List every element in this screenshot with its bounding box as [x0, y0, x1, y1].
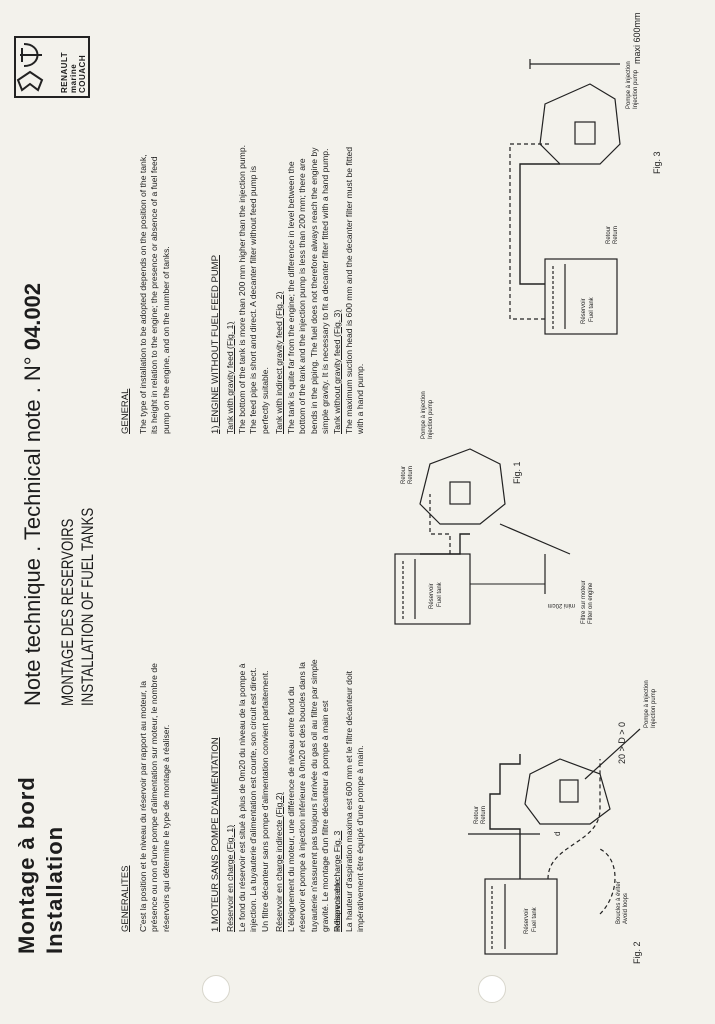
fig2-condition: 20 > D > 0 — [617, 722, 627, 764]
fig2-pump-en: Injection pump — [651, 688, 657, 728]
fig3-tank — [544, 258, 618, 335]
logo-emblem-icon — [16, 43, 44, 92]
fig3-return-fr: Retour — [606, 226, 612, 244]
fig3-dimension: maxi 600mm — [632, 12, 642, 64]
fig1-return-fr: Retour — [401, 466, 407, 484]
fig1-caption: Fig. 1 — [512, 461, 522, 484]
renault-couach-logo: RENAULT marine COUACH — [14, 36, 90, 98]
fig1-tank-label-fr: Réservoir — [429, 583, 435, 609]
fig1-dimension: mini 20cm — [548, 602, 575, 608]
fig2-pump-fr: Pompe à injection — [644, 680, 650, 728]
fig2-loops-en: Avoid loops — [623, 893, 629, 924]
fig2-engine — [524, 758, 611, 825]
fig1-engine — [419, 448, 506, 525]
fig3-tank-label-en: Fuel tank — [589, 296, 595, 322]
fig2-return-fr: Retour — [474, 806, 480, 824]
fig3-pump-fr: Pompe à injection — [626, 61, 632, 109]
fig2-return-en: Return — [481, 806, 487, 824]
fig3-engine — [539, 83, 621, 165]
fig1-filter-en: Filter on engine — [588, 582, 594, 624]
fig1-pump-fr: Pompe à injection — [421, 391, 427, 439]
fig3-tank-label-fr: Réservoir — [581, 298, 587, 324]
fig1-tank-label-en: Fuel tank — [437, 581, 443, 607]
fig2-d-label: d — [553, 832, 562, 836]
fig2-tank-label-fr: Réservoir — [524, 908, 530, 934]
punch-hole-left — [202, 975, 230, 1003]
fig3-return-en: Return — [613, 226, 619, 244]
fig3-pump-en: Injection pump — [633, 69, 639, 109]
fig3-caption: Fig. 3 — [652, 151, 662, 174]
fig1-pump-en: Injection pump — [428, 399, 434, 439]
fig1-filter-fr: Filtre sur moteur — [581, 580, 587, 624]
fig2-tank — [484, 878, 558, 955]
fig2-tank-label-en: Fuel tank — [532, 906, 538, 932]
fig2-loops-fr: Boucles à éviter — [616, 881, 622, 924]
fig1-return-en: Return — [408, 466, 414, 484]
punch-hole-right — [478, 975, 506, 1003]
fig2-caption: Fig. 2 — [632, 941, 642, 964]
